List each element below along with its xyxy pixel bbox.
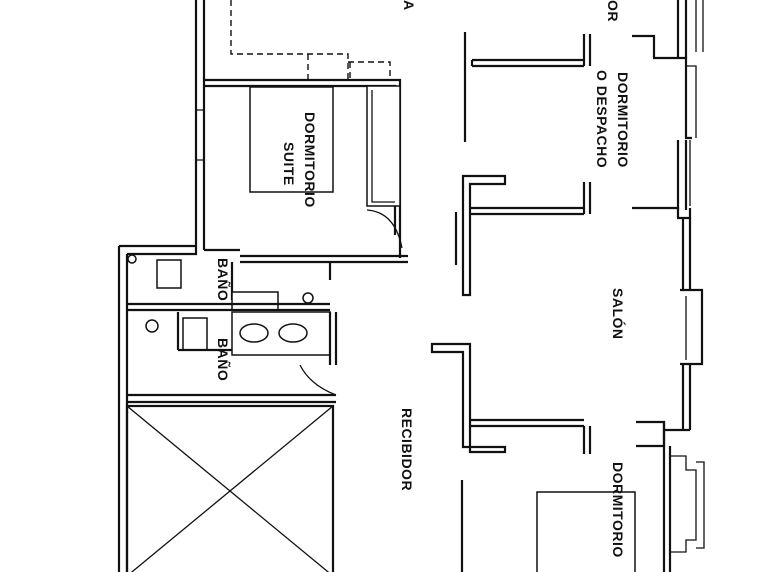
bidet: [156, 259, 182, 289]
label-dormitorio-suite-2: SUITE: [281, 142, 297, 186]
bed: [249, 86, 334, 193]
door-swing-2: [299, 364, 337, 396]
label-bano-2: BAÑO: [215, 338, 232, 381]
label-salon: SALÓN: [610, 288, 627, 340]
label-dormitorio-despacho-2: O DESPACHO: [594, 70, 610, 168]
door-swing: [366, 209, 403, 249]
label-top-right-cut: OR: [605, 0, 621, 22]
dormitorio-suite-room: [204, 78, 408, 280]
patio-void: [125, 404, 335, 572]
toilet-2: [145, 319, 159, 333]
label-bano-1: BAÑO: [215, 258, 232, 301]
right-walls-windows: [632, 0, 705, 572]
bottom-bed: [536, 491, 636, 572]
label-dormitorio-bottom: DORMITORIO: [610, 462, 626, 558]
dashed-storage-outline: [204, 0, 391, 81]
label-top-left-cut: A: [401, 0, 417, 11]
room-labels: A OR DORMITORIO SUITE DORMITORIO O DESPA…: [215, 0, 631, 558]
bidet-2: [182, 317, 208, 351]
label-dormitorio-despacho-1: DORMITORIO: [615, 72, 631, 168]
bathrooms: [127, 248, 338, 404]
middle-partitions: [430, 32, 592, 572]
label-recibidor: RECIBIDOR: [399, 408, 415, 491]
toilet: [127, 254, 137, 264]
label-dormitorio-suite-1: DORMITORIO: [302, 112, 318, 208]
shower: [231, 291, 279, 311]
drain: [302, 292, 314, 304]
